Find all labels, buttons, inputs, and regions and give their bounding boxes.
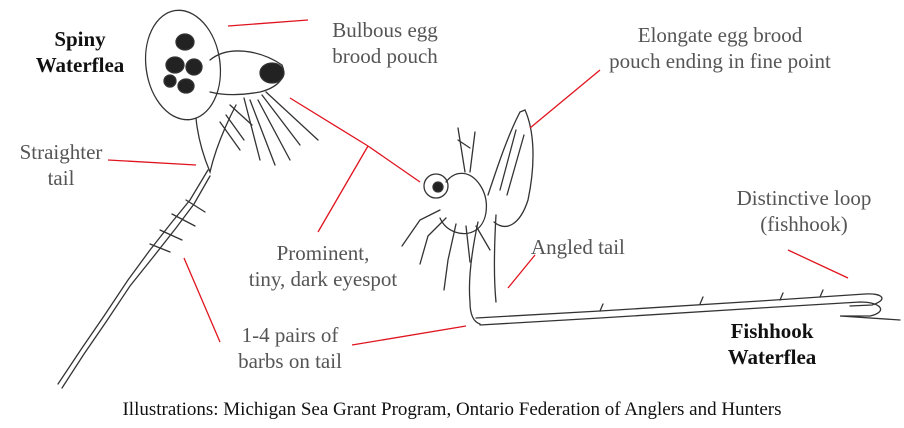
leader-distinctive (788, 250, 848, 278)
label-angled-tail: Angled tail (531, 234, 671, 260)
illustration-credit-caption: Illustrations: Michigan Sea Grant Progra… (0, 399, 904, 421)
species-title-fishhook: Fishhook Waterflea (700, 318, 844, 370)
leader-barbs-fishhook (352, 326, 466, 345)
leader-elongate (530, 70, 600, 128)
leader-straighter (108, 160, 196, 165)
label-barbs-on-tail: 1-4 pairs of barbs on tail (222, 322, 358, 374)
label-bulbous-egg-brood-pouch: Bulbous egg brood pouch (305, 17, 465, 69)
label-distinctive-loop: Distinctive loop (fishhook) (714, 185, 894, 237)
label-prominent-eyespot: Prominent, tiny, dark eyespot (228, 240, 418, 292)
species-title-spiny: Spiny Waterflea (18, 26, 142, 78)
leader-bulbous (228, 20, 308, 26)
leader-eyespot-a (290, 98, 368, 146)
label-elongate-egg-brood-pouch: Elongate egg brood pouch ending in fine … (580, 22, 860, 74)
leader-eyespot-stem (318, 146, 368, 232)
label-straighter-tail: Straighter tail (6, 139, 116, 191)
leader-eyespot-b (368, 146, 420, 182)
leader-barbs-spiny (184, 258, 220, 342)
